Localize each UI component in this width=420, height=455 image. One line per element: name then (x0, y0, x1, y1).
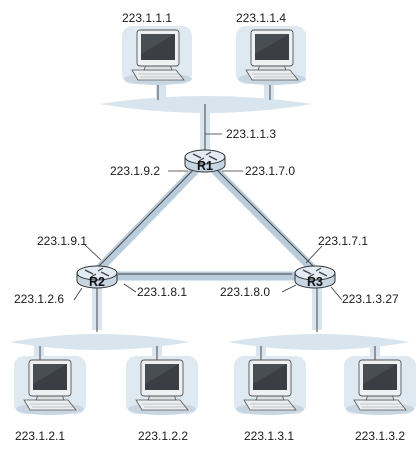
router-label: R1 (197, 159, 213, 173)
router-label: R2 (89, 275, 105, 289)
router-label: R3 (307, 275, 323, 289)
host-label: 223.1.2.2 (138, 429, 188, 443)
interface-label: 223.1.8.0 (220, 285, 270, 299)
interface-label: 223.1.1.3 (226, 127, 276, 141)
interface-label: 223.1.7.0 (245, 164, 295, 178)
interface-label: 223.1.3.27 (342, 292, 399, 306)
subnets (10, 26, 416, 414)
host-label: 223.1.1.1 (122, 11, 172, 25)
host-label: 223.1.2.1 (15, 429, 65, 443)
interface-label: 223.1.9.1 (37, 234, 87, 248)
interface-label: 223.1.8.1 (137, 285, 187, 299)
host-label: 223.1.3.2 (355, 429, 405, 443)
interface-leaders (73, 133, 343, 301)
interface-label: 223.1.7.1 (318, 234, 368, 248)
host-label: 223.1.3.1 (244, 429, 294, 443)
interface-label: 223.1.2.6 (14, 292, 64, 306)
wires (39, 80, 376, 366)
interface-label: 223.1.9.2 (110, 164, 160, 178)
host-label: 223.1.1.4 (236, 11, 286, 25)
